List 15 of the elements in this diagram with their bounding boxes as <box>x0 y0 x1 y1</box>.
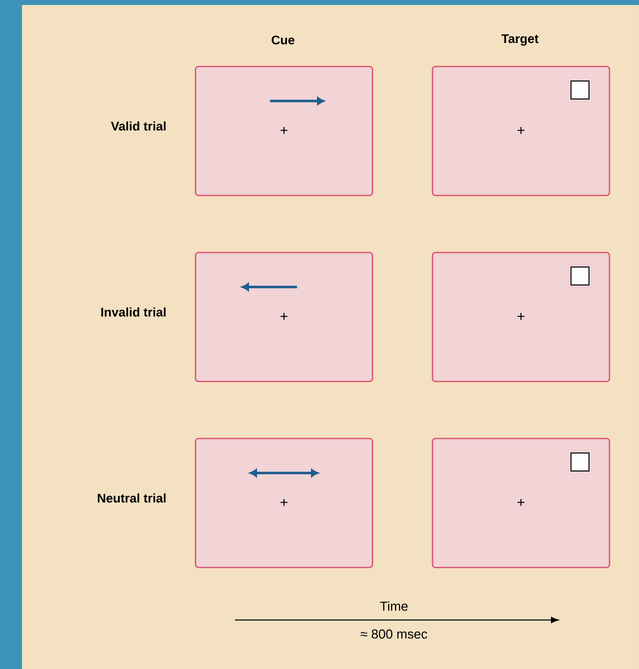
display-box <box>432 66 610 196</box>
fixation-cross: + <box>518 498 524 506</box>
fixation-cross: + <box>518 312 524 320</box>
display-box <box>432 252 610 382</box>
fixation-cross: + <box>280 498 288 506</box>
display-box <box>194 66 374 196</box>
fixation-cross: + <box>280 126 288 134</box>
fixation-cross: + <box>280 312 288 320</box>
axis-label: Time <box>380 601 408 611</box>
display-box <box>432 438 610 568</box>
display-box <box>194 252 374 382</box>
display-box <box>194 438 374 568</box>
fixation-cross: + <box>518 126 524 134</box>
axis-label: ≈ 800 msec <box>360 629 428 639</box>
column-heading: Cue <box>272 36 294 44</box>
